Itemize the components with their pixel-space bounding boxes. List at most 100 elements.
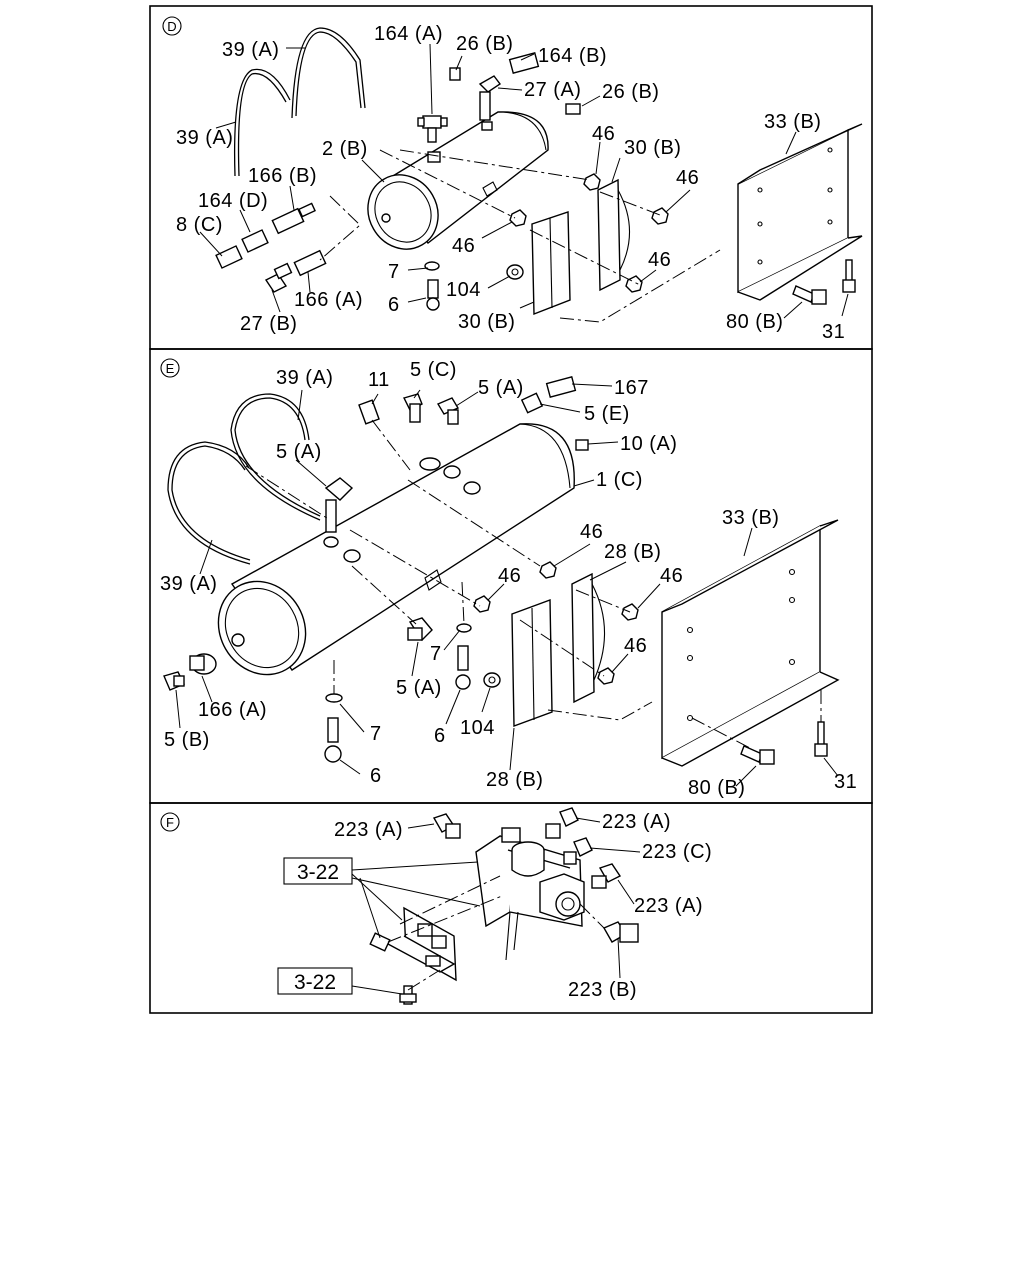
label-e-166a: 166 (A): [198, 699, 267, 721]
svg-text:E: E: [166, 361, 175, 376]
washer-7-e2: [325, 693, 343, 703]
svg-text:D: D: [167, 19, 176, 34]
label-39a-top: 39 (A): [222, 39, 279, 61]
fitting-8c: [215, 245, 243, 269]
bracket-33b-e: [661, 519, 840, 767]
panel-f-frame: [149, 802, 873, 1014]
bracket-33b: [737, 123, 863, 301]
label-33b: 33 (B): [764, 111, 821, 133]
nut-46-c: [509, 209, 527, 227]
ref-box-bottom[interactable]: 3-22: [277, 967, 353, 995]
label-e-7-a: 7: [430, 643, 442, 665]
air-tank-2b: [367, 111, 549, 250]
label-e-5b: 5 (B): [164, 729, 210, 751]
label-30b-bot: 30 (B): [458, 311, 515, 333]
mount-bracket: [387, 906, 457, 982]
label-46-c: 46: [452, 235, 475, 257]
nut-46-a: [583, 173, 601, 191]
label-e-46-a: 46: [580, 521, 603, 543]
nut-46-e2: [473, 595, 491, 613]
panel-f-letter: F: [160, 812, 180, 832]
drain-valve-6-e2: [324, 717, 342, 763]
washer-104-e: [483, 672, 501, 688]
fitting-166a: [293, 249, 327, 277]
label-f-223a-topright: 223 (A): [602, 811, 671, 833]
washer-7-e1: [456, 623, 472, 633]
label-46-d: 46: [648, 249, 671, 271]
elbow-5a-left: [324, 477, 354, 533]
label-e-7-b: 7: [370, 723, 382, 745]
label-31: 31: [822, 321, 845, 343]
panel-d-labels: 39 (A) 39 (A) 164 (A) 26 (B) 164 (B) 27 …: [176, 23, 845, 343]
hose-39a-lower: [233, 68, 291, 177]
label-e-39a-top: 39 (A): [276, 367, 333, 389]
label-e-31: 31: [834, 771, 857, 793]
panel-e-drawing: [163, 376, 840, 767]
bolt-f-2: [399, 985, 417, 1005]
panel-e-letter: E: [160, 358, 180, 378]
elbow-223a-left: [432, 813, 461, 839]
label-7: 7: [388, 261, 400, 283]
label-e-5a-mid: 5 (A): [396, 677, 442, 699]
elbow-5a-mid: [407, 617, 433, 642]
label-39a-left: 39 (A): [176, 127, 233, 149]
label-e-1c: 1 (C): [596, 469, 643, 491]
air-tank-1c: [217, 423, 575, 676]
label-e-28b-top: 28 (B): [604, 541, 661, 563]
drain-valve-6-d: [426, 279, 440, 311]
label-f-223b: 223 (B): [568, 979, 637, 1001]
elbow-223a-right: [591, 863, 622, 889]
label-164d: 164 (D): [198, 190, 268, 212]
ref-box-top[interactable]: 3-22: [283, 857, 353, 885]
bracket-30b: [531, 178, 631, 316]
nut-46-b: [651, 207, 669, 225]
plug-26b-top: [449, 67, 461, 81]
panel-d-leaders: [199, 43, 849, 319]
label-f-223c: 223 (C): [642, 841, 712, 863]
tee-164a: [417, 115, 448, 143]
bolt-f-1: [369, 932, 391, 952]
label-e-39a-bot: 39 (A): [160, 573, 217, 595]
bolt-80b: [792, 285, 827, 305]
label-46-a: 46: [592, 123, 615, 145]
elbow-223a-topright: [545, 807, 579, 839]
fitting-167: [545, 376, 577, 398]
panel-f-leaders: [351, 817, 641, 995]
elbow-223b: [603, 921, 639, 943]
label-e-46-c: 46: [498, 565, 521, 587]
svg-text:3-22: 3-22: [297, 861, 339, 884]
label-e-5c: 5 (C): [410, 359, 457, 381]
bolt-80b-e: [740, 745, 775, 765]
label-e-80b: 80 (B): [688, 777, 745, 799]
label-80b: 80 (B): [726, 311, 783, 333]
fitting-164b: [508, 52, 540, 74]
label-e-33b: 33 (B): [722, 507, 779, 529]
label-27a: 27 (A): [524, 79, 581, 101]
panel-f-drawing: [369, 807, 639, 1005]
label-e-46-b: 46: [660, 565, 683, 587]
hose-39a-upper-e: [234, 397, 321, 517]
label-164a: 164 (A): [374, 23, 443, 45]
plug-10a: [575, 439, 589, 451]
elbow-27b: [264, 262, 293, 293]
label-104: 104: [446, 279, 481, 301]
panel-d-letter: D: [162, 16, 182, 36]
nut-46-d: [625, 275, 643, 293]
nut-46-e4: [597, 667, 615, 685]
label-26b-right: 26 (B): [602, 81, 659, 103]
panel-e-leaders: [175, 383, 839, 787]
elbow-5e: [520, 392, 544, 414]
label-26b-top: 26 (B): [456, 33, 513, 55]
label-f-223a-right: 223 (A): [634, 895, 703, 917]
label-e-104: 104: [460, 717, 495, 739]
hose-39a-upper: [291, 27, 366, 119]
svg-text:F: F: [166, 815, 174, 830]
washer-104-d: [506, 264, 524, 280]
elbow-5b: [163, 671, 185, 691]
label-27b: 27 (B): [240, 313, 297, 335]
elbow-5c: [402, 393, 423, 423]
label-164b: 164 (B): [538, 45, 607, 67]
label-e-5a-top: 5 (A): [478, 377, 524, 399]
svg-text:3-22: 3-22: [294, 971, 336, 994]
